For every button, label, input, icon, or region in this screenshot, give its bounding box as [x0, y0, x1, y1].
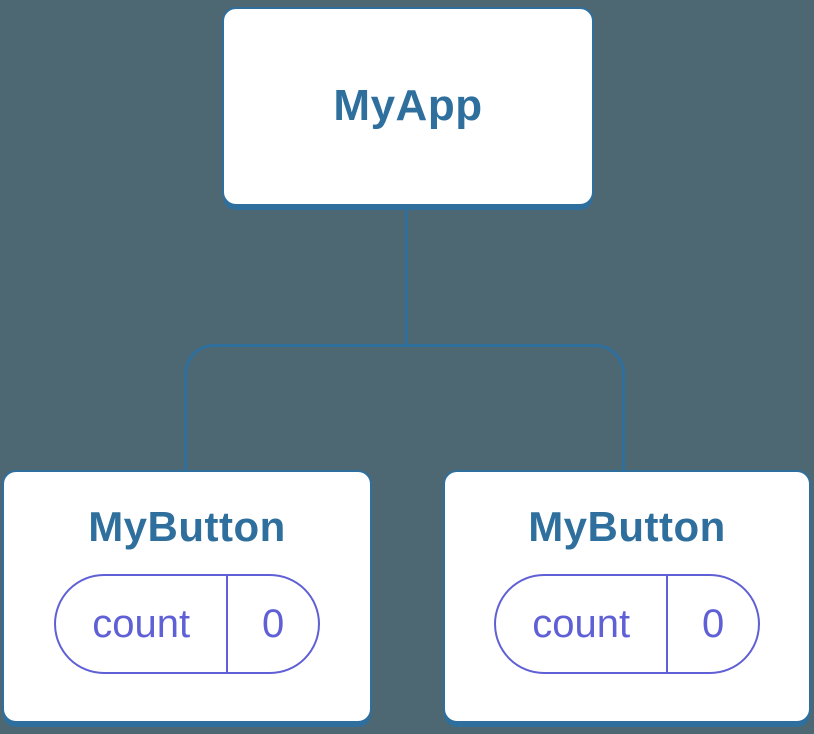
root-stem-connector	[405, 209, 408, 346]
tree-node-child-left: MyButton count 0	[2, 470, 372, 723]
state-key: count	[496, 576, 669, 673]
state-key: count	[56, 576, 229, 673]
child-node-label: MyButton	[88, 503, 286, 550]
state-pill: count 0	[494, 574, 760, 675]
branch-connector	[184, 344, 625, 470]
state-pill: count 0	[54, 574, 320, 675]
tree-node-root: MyApp	[222, 7, 594, 206]
child-node-label: MyButton	[528, 503, 726, 550]
root-node-label: MyApp	[333, 81, 483, 131]
state-value: 0	[262, 601, 285, 646]
state-value: 0	[702, 601, 725, 646]
tree-node-child-right: MyButton count 0	[443, 470, 811, 723]
